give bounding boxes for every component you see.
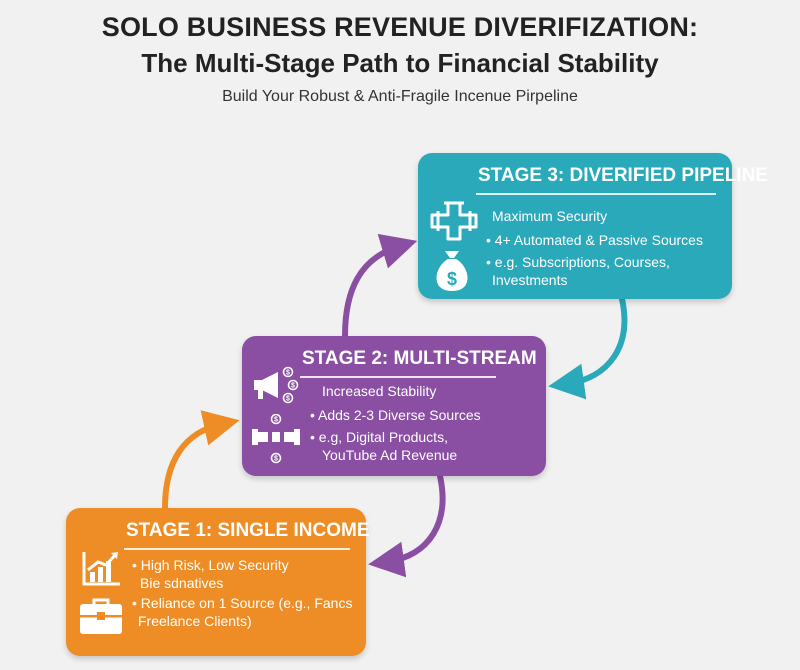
- money-bag-icon: $: [436, 251, 468, 291]
- page-title-line-2: The Multi-Stage Path to Financial Stabil…: [141, 48, 659, 78]
- stage-1-line-1: • High Risk, Low Security: [132, 557, 289, 573]
- stage-3-line-2: • 4+ Automated & Passive Sources: [486, 232, 703, 248]
- arrow-stage2-to-stage1: [368, 473, 446, 578]
- stage-1-line-3: • Reliance on 1 Source (e.g., Fancs: [132, 595, 353, 611]
- stage-2-line-3: • e.g, Digital Products,: [310, 429, 448, 445]
- stage-1-heading: STAGE 1: SINGLE INCOME: [126, 520, 370, 541]
- svg-text:$: $: [286, 370, 290, 377]
- growth-chart-icon: [82, 552, 120, 586]
- stage-3-line-3: • e.g. Subscriptions, Courses,: [486, 254, 670, 270]
- svg-text:$: $: [274, 456, 278, 463]
- pipe-dollar-icon: $$: [252, 414, 300, 464]
- stage-2-card: STAGE 2: MULTI-STREAM $$$ $$ Increased S…: [242, 336, 546, 476]
- arrow-stage1-to-stage2: [162, 410, 240, 511]
- stage-3-heading: STAGE 3: DIVERIFIED PIPELINE: [478, 165, 768, 186]
- stage-1-line-2: Bie sdnatives: [140, 575, 224, 591]
- svg-text:$: $: [447, 269, 457, 289]
- stage-2-line-2: • Adds 2-3 Diverse Sources: [310, 407, 481, 423]
- stage-3-line-4: Investments: [492, 272, 568, 288]
- svg-text:$: $: [286, 396, 290, 403]
- stage-3-line-1: Maximum Security: [492, 208, 608, 224]
- page-title: SOLO BUSINESS REVENUE DIVERIFIZATION:: [101, 12, 699, 42]
- stage-2-line-4: YouTube Ad Revenue: [322, 447, 458, 463]
- stage-2-heading: STAGE 2: MULTI-STREAM: [302, 348, 537, 369]
- page-subtitle: Build Your Robust & Anti-Fragile Incenue…: [222, 88, 578, 105]
- stage-3-card: STAGE 3: DIVERIFIED PIPELINE $ Maximum S…: [418, 153, 768, 299]
- svg-text:$: $: [291, 383, 295, 390]
- megaphone-dollar-icon: $$$: [254, 366, 299, 404]
- stage-1-card: STAGE 1: SINGLE INCOME • High Risk, Low …: [66, 508, 370, 656]
- stage-1-line-4: Freelance Clients): [138, 613, 252, 629]
- stage-1-divider: [124, 548, 350, 550]
- stage-2-divider: [300, 376, 496, 378]
- stage-3-divider: [476, 193, 716, 195]
- pipe-junction-icon: [430, 201, 478, 241]
- arrow-stage3-to-stage2: [548, 296, 628, 400]
- arrow-stage2-to-stage3: [342, 233, 418, 339]
- briefcase-icon: [80, 598, 122, 634]
- svg-text:$: $: [274, 417, 278, 424]
- stage-2-line-1: Increased Stability: [322, 383, 437, 399]
